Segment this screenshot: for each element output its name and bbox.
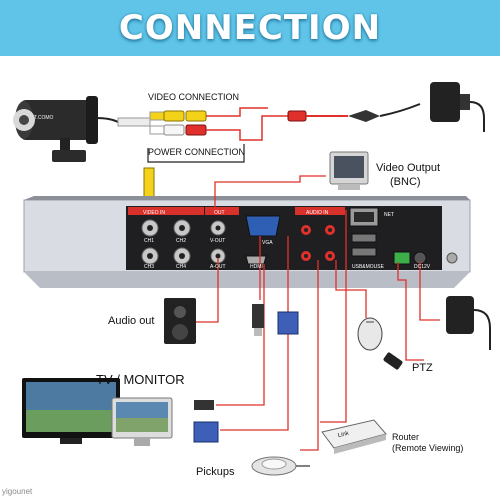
router-label: Router (392, 432, 420, 442)
video-in-group (128, 207, 204, 265)
page-title: CONNECTION (118, 8, 382, 48)
out-label: OUT (214, 210, 225, 216)
audio-in-group (295, 207, 345, 261)
monitor-icon (329, 151, 369, 190)
mouse-icon (357, 317, 383, 351)
power-adapter-icon (430, 82, 485, 132)
watermark: yigounet (2, 487, 33, 496)
ptz-label: PTZ (412, 362, 433, 374)
a-out-label: A-OUT (210, 264, 226, 270)
connection-diagram (13, 82, 491, 476)
camera-cable (117, 103, 421, 199)
video-output-label: Video Output (376, 162, 441, 174)
ch1-label: CH1 (144, 238, 155, 244)
power-connection-label: POWER CONNECTION (148, 147, 246, 157)
pickups-label: Pickups (196, 466, 235, 478)
video-connection-label: VIDEO CONNECTION (148, 92, 240, 102)
monitor-icon-2 (111, 397, 173, 446)
screw-icon (446, 252, 458, 264)
tv-icon (22, 378, 120, 444)
video-in-label: VIDEO IN (143, 210, 165, 216)
vga-cable-icon (277, 311, 299, 335)
audio-out-label: Audio out (108, 315, 155, 327)
dvr-box (23, 196, 471, 288)
out-group (205, 207, 239, 264)
ptz-terminal (393, 251, 411, 265)
power-adapter-icon-2 (446, 296, 491, 350)
hdmi-port (245, 255, 267, 265)
usb-stick-icon (383, 352, 403, 370)
ch4-label: CH4 (176, 264, 187, 270)
camera-brand: T.COMO (34, 115, 54, 121)
v-out-label: V-OUT (210, 238, 226, 244)
title-banner: CONNECTION (0, 0, 500, 56)
vga-port (245, 215, 281, 237)
ch2-label: CH2 (176, 238, 187, 244)
router-note-label: (Remote Viewing) (392, 443, 464, 453)
hdmi-cable-icon (252, 304, 264, 336)
speaker-icon (164, 298, 196, 344)
ch3-label: CH3 (144, 264, 155, 270)
vga-label: VGA (262, 240, 273, 246)
usb-ports (351, 233, 377, 257)
vga-cable-icon-2 (193, 421, 219, 443)
audio-in-label: AUDIO IN (306, 210, 329, 216)
hdmi-label: HDMI (250, 264, 263, 270)
dc12v-label: DC12V (414, 264, 431, 270)
camera-icon (13, 96, 119, 162)
router-icon (321, 419, 387, 454)
hdmi-cable-icon-2 (194, 400, 214, 410)
net-label: NET (384, 212, 394, 218)
video-output-bnc-label: (BNC) (390, 176, 421, 188)
tv-monitor-label: TV / MONITOR (96, 372, 185, 387)
usb-mouse-label: USB&MOUSE (352, 264, 384, 270)
pickup-icon (251, 456, 310, 476)
net-port (349, 207, 379, 227)
